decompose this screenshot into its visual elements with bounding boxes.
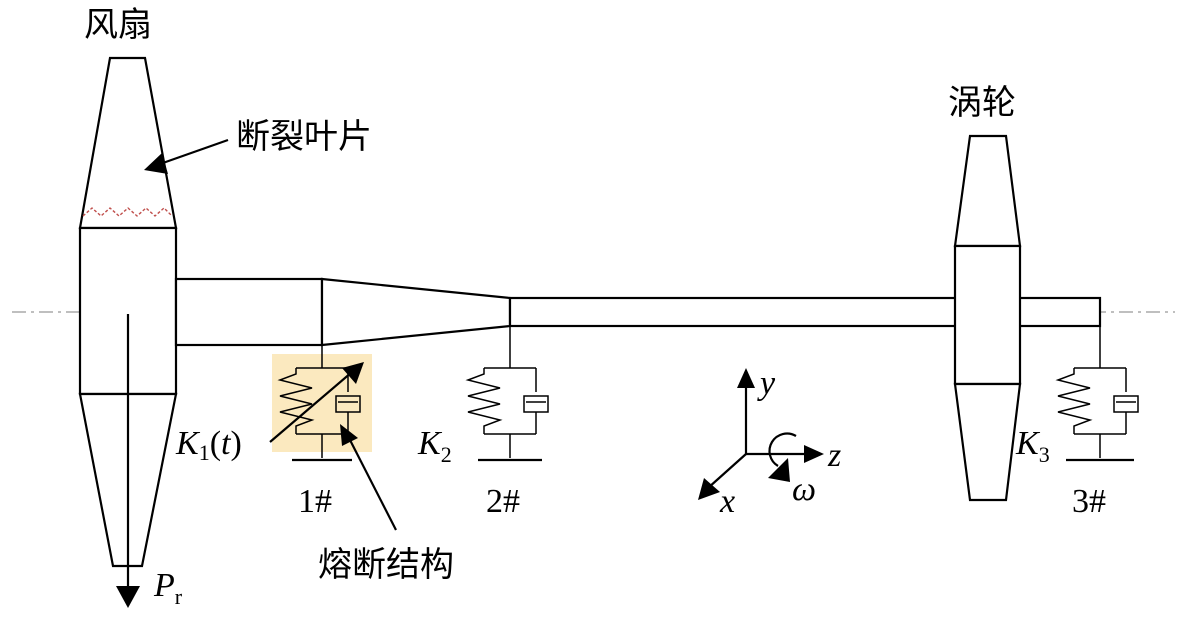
x-axis-arrow-icon <box>698 478 720 500</box>
broken-blade-label: 断裂叶片 <box>236 117 372 157</box>
axis-z-label: z <box>827 437 841 474</box>
variable-stiffness-arrow <box>269 371 353 443</box>
broken-blade-arrow-icon <box>144 153 168 174</box>
fan-label: 风扇 <box>84 5 152 45</box>
support-3-label: 3# <box>1072 483 1106 520</box>
support-2-label: 2# <box>486 483 520 520</box>
omega-label: ω <box>792 471 816 508</box>
broken-blade-leader <box>159 138 229 166</box>
rotation-arrow-icon <box>768 458 790 482</box>
z-axis-arrow-icon <box>804 445 824 463</box>
k3-label: K3 <box>1015 425 1050 467</box>
variable-stiffness-arrowhead-icon <box>342 362 364 384</box>
k2-label: K2 <box>417 425 452 467</box>
k1-label: K1(t) <box>175 425 242 465</box>
fracture-line <box>82 207 173 217</box>
support-1-label: 1# <box>298 483 332 520</box>
turbine-disk <box>953 134 1022 502</box>
turbine-label: 涡轮 <box>948 83 1016 123</box>
fuse-structure-label: 熔断结构 <box>318 545 454 585</box>
support-3 <box>1055 326 1139 462</box>
coordinate-axes <box>698 368 824 500</box>
pr-arrowhead-icon <box>116 586 140 608</box>
rotation-arc-icon <box>768 432 797 467</box>
pr-label: Pr <box>153 567 183 609</box>
y-axis-arrow-icon <box>737 368 755 388</box>
axis-y-label: y <box>757 365 776 402</box>
axis-x-label: x <box>719 483 735 520</box>
fuse-structure-arrow-icon <box>340 424 358 446</box>
fan-disk <box>78 56 178 568</box>
support-2 <box>465 326 549 462</box>
fuse-structure-leader <box>349 439 397 531</box>
